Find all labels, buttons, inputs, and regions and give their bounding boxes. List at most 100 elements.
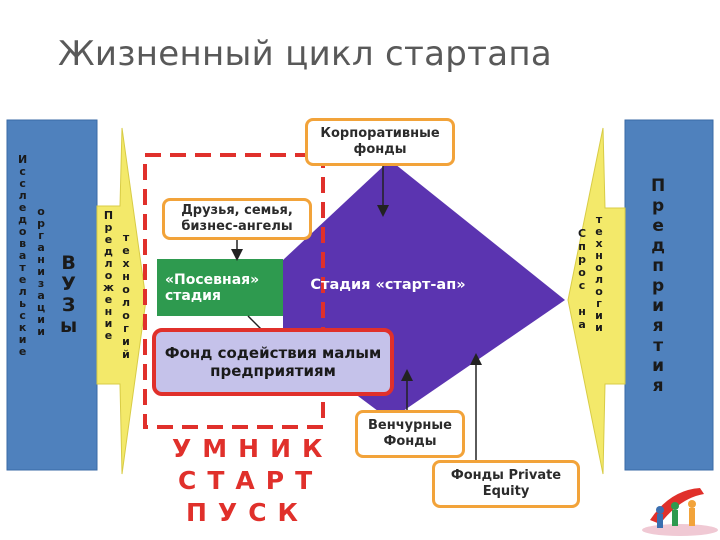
vertical-letter: и xyxy=(595,321,603,334)
friends-family-text: Друзья, семья, бизнес-ангелы xyxy=(181,203,293,234)
vertical-letter: п xyxy=(578,240,586,253)
vertical-letter: ж xyxy=(103,281,114,294)
vertical-letter: д xyxy=(18,213,28,226)
vertical-letter: т xyxy=(595,213,603,226)
vertical-letter: и xyxy=(652,296,665,316)
vertical-letter: д xyxy=(651,236,665,256)
enterprise-panel xyxy=(624,119,714,471)
vertical-letter: о xyxy=(18,225,27,238)
vertical-letter: п xyxy=(652,256,664,276)
vertical-letter: з xyxy=(37,277,45,290)
vertical-letter: и xyxy=(104,317,113,330)
vertical-letter: и xyxy=(37,313,45,326)
vertical-letter: н xyxy=(595,249,603,262)
vertical-letter: г xyxy=(123,322,129,335)
vertical-letter: ь xyxy=(19,297,27,310)
vertical-letter: а xyxy=(578,318,586,331)
support-fund-text: Фонд содействия малым предприятиям xyxy=(164,344,382,380)
tech-demand-arrow xyxy=(567,127,626,475)
vertical-letter: о xyxy=(122,283,130,296)
vertical-letter: л xyxy=(595,273,604,286)
vertical-letter: о xyxy=(595,261,603,274)
vertical-letter: л xyxy=(122,296,131,309)
vertical-letter: л xyxy=(18,285,27,298)
vertical-letter: в xyxy=(19,237,27,250)
vertical-letter: р xyxy=(652,196,665,216)
seed-stage-text: «Посевная» стадия xyxy=(165,271,260,304)
tech-supply-arrow xyxy=(96,127,147,475)
startup-stage-text: Стадия «старт-ап» xyxy=(310,277,466,293)
vertical-letter: е xyxy=(104,293,113,306)
vertical-letter: н xyxy=(578,305,586,318)
private-equity-box: Фонды Private Equity xyxy=(432,460,580,508)
corporate-funds-text: Корпоративные фонды xyxy=(320,126,440,157)
vertical-letter: р xyxy=(578,253,586,266)
vertical-letter: П xyxy=(103,209,114,222)
vertical-letter: о xyxy=(104,269,113,282)
vertical-letter: и xyxy=(595,309,603,322)
vertical-letter: я xyxy=(652,316,664,336)
vertical-letter: д xyxy=(104,245,113,258)
vertical-letter: р xyxy=(37,217,46,230)
vertical-letter: н xyxy=(37,253,45,266)
vertical-letter: е xyxy=(104,329,113,342)
vertical-letter: П xyxy=(651,176,666,196)
runners-logo xyxy=(642,488,718,536)
vertical-letter: х xyxy=(122,257,130,270)
corporate-funds-box: Корпоративные фонды xyxy=(305,118,455,166)
vertical-letter: и xyxy=(18,333,27,346)
vertical-letter: ц xyxy=(37,301,46,314)
vertical-letter: л xyxy=(104,257,113,270)
vertical-letter: с xyxy=(19,177,26,190)
vertical-letter: к xyxy=(18,321,27,334)
vertical-letter: о xyxy=(578,266,586,279)
vertical-letter: о xyxy=(122,309,130,322)
vertical-letter: а xyxy=(37,241,45,254)
program-umnik: УМНИК xyxy=(172,434,334,463)
vertical-letter: и xyxy=(652,356,665,376)
vertical-letter: г xyxy=(596,297,602,310)
vertical-letter: с xyxy=(578,279,586,292)
vertical-letter: о xyxy=(595,285,603,298)
vertical-letter: и xyxy=(37,325,45,338)
vertical-letter: е xyxy=(18,201,27,214)
vertical-letter: е xyxy=(18,273,27,286)
program-start: СТАРТ xyxy=(178,466,324,495)
vertical-letter: ы xyxy=(60,315,78,337)
vertical-letter: с xyxy=(19,309,26,322)
friends-family-box: Друзья, семья, бизнес-ангелы xyxy=(162,198,312,240)
vertical-letter: а xyxy=(37,289,45,302)
vertical-letter: х xyxy=(595,237,603,250)
vertical-letter: и xyxy=(122,335,130,348)
vertical-letter: г xyxy=(38,229,44,242)
vertical-letter: В xyxy=(61,252,76,274)
vertical-letter: т xyxy=(19,261,26,274)
vertical-letter: З xyxy=(61,294,76,316)
venture-funds-box: Венчурные Фонды xyxy=(355,410,465,458)
seed-stage-box xyxy=(157,259,283,316)
vertical-letter: р xyxy=(652,276,665,296)
vertical-letter: е xyxy=(652,216,664,236)
private-equity-text: Фонды Private Equity xyxy=(450,468,562,499)
vertical-letter: а xyxy=(18,249,27,262)
vertical-letter: н xyxy=(104,305,113,318)
vertical-letter: И xyxy=(18,153,28,166)
vertical-letter: й xyxy=(122,348,130,361)
vertical-letter: е xyxy=(595,225,603,238)
vertical-letter: с xyxy=(19,165,26,178)
vertical-letter: е xyxy=(18,345,27,358)
vertical-letter: т xyxy=(122,231,130,244)
research-panel xyxy=(6,119,98,471)
vertical-letter: У xyxy=(61,273,76,295)
program-pusk: ПУСК xyxy=(186,498,309,527)
vertical-letter: С xyxy=(578,227,587,240)
vertical-letter: т xyxy=(653,336,664,356)
vertical-letter: я xyxy=(652,376,664,396)
